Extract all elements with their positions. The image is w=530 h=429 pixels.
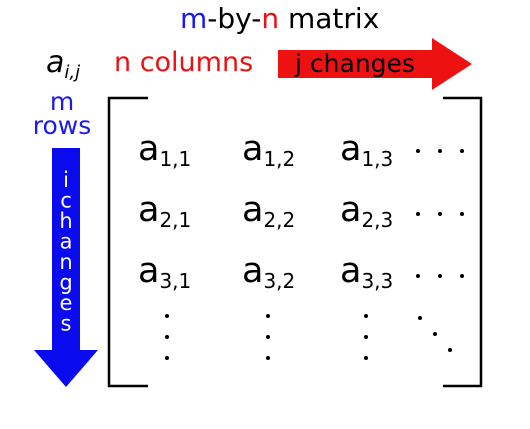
- element-label: ai,j: [46, 45, 80, 83]
- entry-1-2: a1,2: [242, 129, 295, 171]
- column-arrow: [278, 38, 472, 90]
- diagonal-ellipsis: [418, 316, 452, 352]
- column-2-ellipsis: [266, 314, 270, 360]
- rows-label: m rows: [30, 87, 94, 140]
- title-by: -by-: [207, 2, 262, 35]
- row-arrow-letter: i: [63, 168, 69, 192]
- row-3-ellipsis: [416, 274, 464, 278]
- row-arrow-letter: c: [60, 189, 72, 213]
- left-bracket: [107, 96, 148, 388]
- column-arrow-label: j changes: [294, 49, 415, 78]
- rows-label-rows: rows: [32, 111, 92, 140]
- entry-3-1: a3,1: [138, 251, 191, 293]
- entry-3-2: a3,2: [242, 251, 295, 293]
- title-m: m: [180, 2, 208, 35]
- entry-1-1: a1,1: [138, 129, 191, 171]
- entry-2-3: a2,3: [340, 190, 393, 232]
- column-3-ellipsis: [364, 314, 368, 360]
- element-label-sub: i,j: [64, 62, 81, 83]
- entry-1-3: a1,3: [340, 129, 393, 171]
- right-bracket: [443, 96, 483, 388]
- row-arrow-letter: h: [59, 209, 72, 233]
- column-1-ellipsis: [165, 314, 169, 360]
- row-2-ellipsis: [416, 212, 464, 216]
- row-arrow-letter: a: [60, 230, 73, 254]
- row-1-ellipsis: [416, 149, 464, 153]
- columns-label: n columns: [114, 47, 254, 78]
- row-arrow: [34, 148, 98, 387]
- element-label-base: a: [46, 45, 65, 80]
- entry-2-1: a2,1: [138, 190, 191, 232]
- row-arrow-letter: s: [61, 312, 72, 336]
- title-rest: matrix: [279, 2, 380, 35]
- entry-3-3: a3,3: [340, 251, 393, 293]
- rows-label-m: m: [49, 87, 75, 116]
- row-arrow-letter: g: [59, 271, 72, 295]
- title-n: n: [261, 2, 280, 35]
- entry-2-2: a2,2: [242, 190, 295, 232]
- row-arrow-letter: n: [59, 250, 72, 274]
- matrix-title: m-by-n matrix: [180, 2, 379, 35]
- row-arrow-letter: e: [60, 291, 73, 315]
